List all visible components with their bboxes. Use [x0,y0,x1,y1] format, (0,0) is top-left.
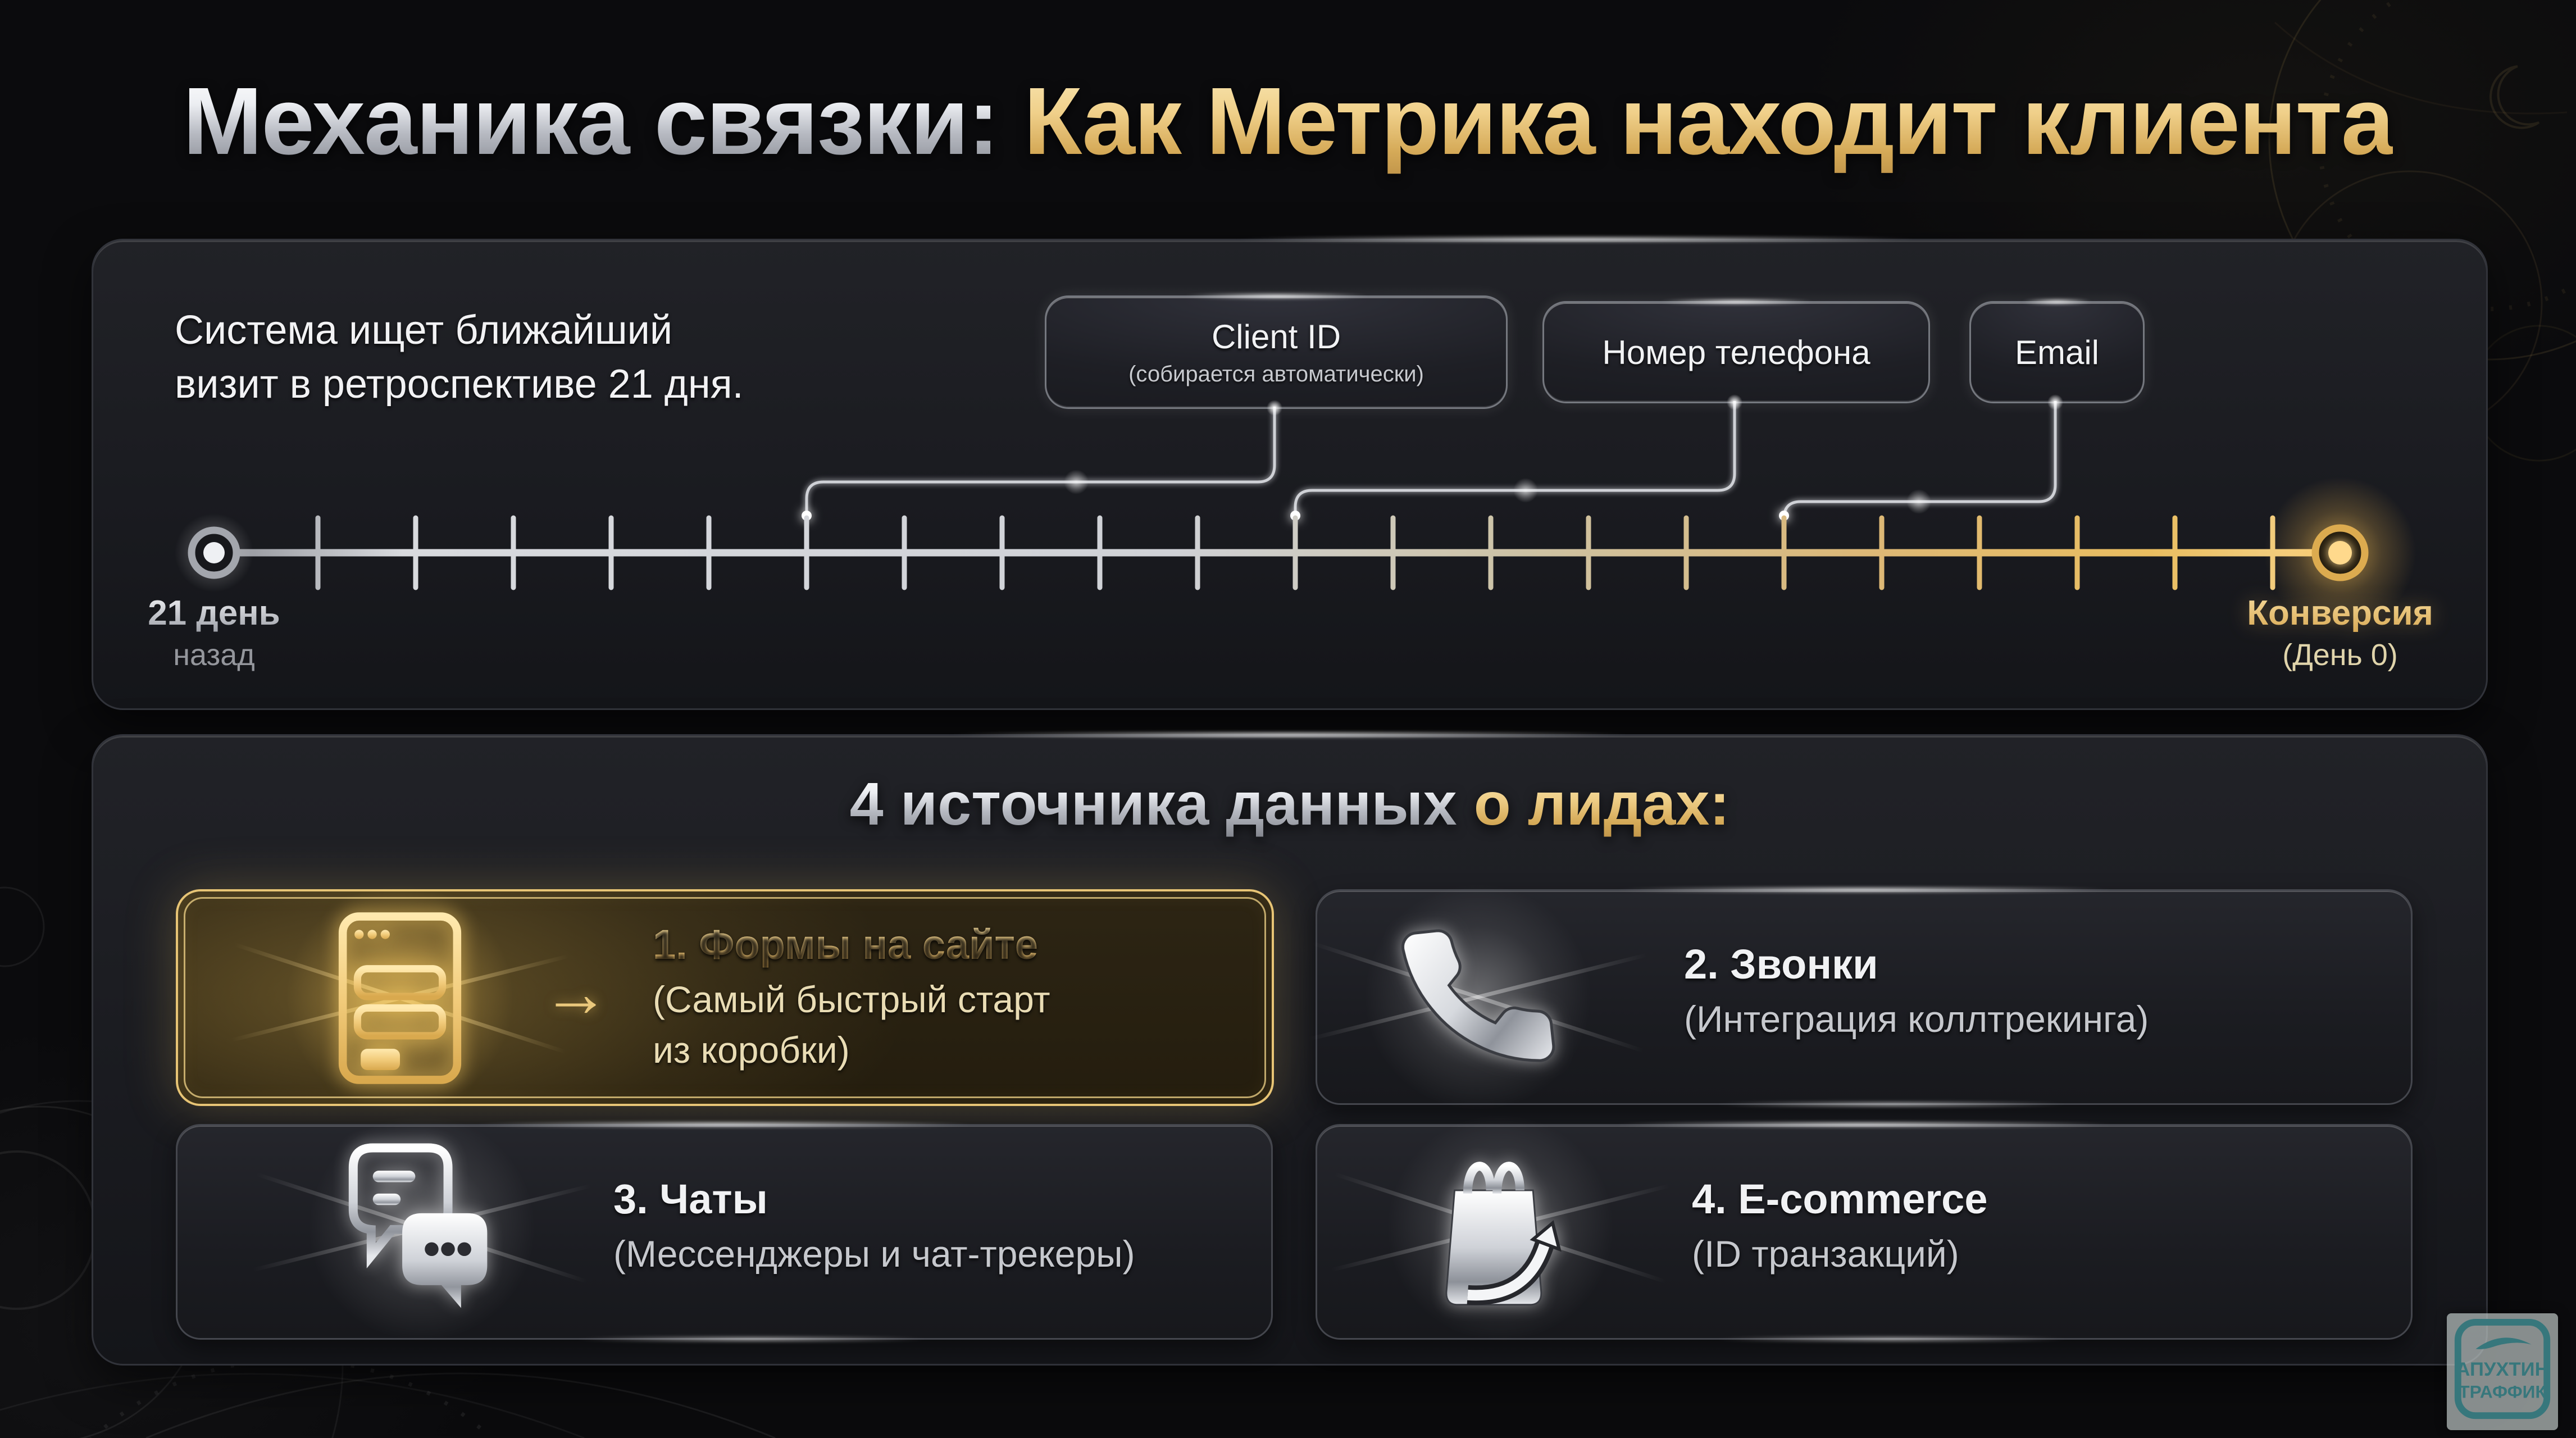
pill-email: Email [1969,299,2145,403]
source-card-ecommerce-iconbox [1343,1071,1658,1385]
watermark-graphic: АПУХТИН ТРАФФИК [2454,1318,2551,1419]
source-card-chats: 3. Чаты (Мессенджеры и чат-трекеры) [176,1071,1276,1385]
source-card-forms: → 1. Формы на сайте (Самый быстрый старт… [176,841,1274,1155]
source-card-chats-text: 3. Чаты (Мессенджеры и чат-трекеры) [613,1175,1276,1279]
swoosh-arc-icon [2475,1337,2532,1349]
source-card-calls-iconbox [1321,840,1635,1154]
source-card-ecommerce-subtitle: (ID транзакций) [1692,1233,1959,1275]
retrospective-panel: Система ищет ближайший визит в ретроспек… [92,236,2488,710]
timeline-start-node [175,513,253,592]
source-card-calls-text: 2. Звонки (Интеграция коллтрекинга) [1684,940,2386,1044]
watermark-line2: ТРАФФИК [2459,1382,2546,1402]
card-flare [374,1122,1075,1127]
source-card-forms-subtitle: (Самый быстрый старт из коробки) [653,979,1050,1071]
source-card-ecommerce: 4. E-commerce (ID транзакций) [1316,1071,2413,1385]
pill-phone-number: Номер телефона [1542,299,1930,403]
timeline-start-label-sub: назад [173,638,255,672]
browser-form-icon [338,912,462,1084]
pill-phone-label: Номер телефона [1602,333,1870,371]
watermark-badge: АПУХТИН ТРАФФИК [2447,1313,2558,1430]
card-flare [1514,887,2214,893]
connector-client-id [805,407,1276,513]
sources-heading-prefix: 4 источника данных [849,770,1457,838]
source-card-forms-text: 1. Формы на сайте (Самый быстрый старт и… [653,921,1158,1075]
sources-panel: 4 источника данных о лидах: [92,732,2488,1385]
page-title-highlight: Как Метрика находит клиента [1023,68,2395,175]
phone-icon [1401,929,1555,1062]
pill-client-id: Client ID (собирается автоматически) [1045,293,1508,409]
arrow-right-icon: → [542,955,609,1031]
pill-client-id-flare [1147,293,1405,299]
page-title: Механика связки: Как Метрика находит кли… [0,66,2576,176]
timeline-start-label-main: 21 день [107,593,321,633]
source-card-calls-title: 2. Звонки [1684,941,1878,988]
retrospective-description-line2: визит в ретроспективе 21 дня. [175,362,744,407]
timeline-end-label: Конверсия (День 0) [2233,593,2447,672]
pill-client-id-sublabel: (собирается автоматически) [1128,362,1424,386]
source-card-chats-subtitle: (Мессенджеры и чат-трекеры) [613,1233,1135,1275]
page-title-prefix: Механика связки: [183,68,1024,175]
watermark-frame [2454,1318,2551,1419]
source-card-chats-iconbox [265,1071,579,1385]
timeline-end-label-main: Конверсия [2233,593,2447,633]
retrospective-description-line1: Система ищет ближайший [175,308,673,353]
card-flare-bottom [506,1336,998,1342]
timeline-start-label: 21 день назад [107,593,321,672]
source-card-calls-subtitle: (Интеграция коллтрекинга) [1684,998,2149,1040]
timeline-graphic [175,394,2416,629]
source-card-calls: 2. Звонки (Интеграция коллтрекинга) [1316,840,2413,1154]
pill-client-id-label: Client ID [1211,318,1341,356]
pill-connectors [805,401,2057,519]
source-card-forms-iconbox [243,841,557,1155]
card-flare-bottom [1645,1102,2138,1107]
source-card-ecommerce-text: 4. E-commerce (ID транзакций) [1692,1175,2377,1279]
watermark-line1: АПУХТИН [2456,1359,2548,1380]
source-card-ecommerce-title: 4. E-commerce [1692,1176,1988,1222]
chat-bubbles-icon [348,1143,488,1308]
retrospective-description: Система ищет ближайший визит в ретроспек… [175,303,744,411]
card-flare [1514,1122,2214,1127]
shopping-bag-arrow-icon [1445,1162,1562,1306]
timeline-end-label-sub: (День 0) [2282,638,2398,672]
timeline-ticks [315,515,2275,590]
panel-top-flare [1098,236,2056,242]
connector-sparkles [1064,394,2063,514]
pill-email-flare [2009,299,2105,304]
pill-phone-flare [1628,299,1844,304]
timeline-end-node [2264,477,2416,629]
source-card-forms-title: 1. Формы на сайте [653,921,1158,968]
sources-heading-highlight: о лидах: [1457,770,1730,838]
pill-email-label: Email [2014,333,2100,371]
panel-bottom-flare [811,732,1768,738]
sources-heading: 4 источника данных о лидах: [93,768,2486,839]
card-flare-bottom [1645,1336,2138,1342]
source-card-chats-title: 3. Чаты [613,1176,768,1222]
